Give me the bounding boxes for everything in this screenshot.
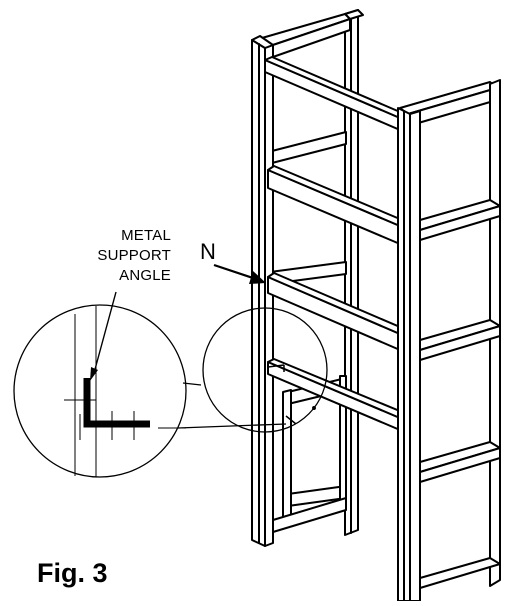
front-face-rails [264, 56, 408, 431]
pointer-letter-n: N [200, 239, 216, 264]
support-label-line1: METAL [121, 227, 171, 244]
metal-support-angle-detail [64, 306, 186, 477]
support-label-line2: SUPPORT [97, 247, 171, 264]
detail-circle-frame [202, 307, 328, 433]
support-angle-leader [93, 291, 117, 374]
right-frame-front-post [397, 107, 421, 602]
figure-caption: Fig. 3 [37, 558, 108, 588]
l-angle-shape [83, 378, 150, 428]
n-pointer-arrowhead [249, 271, 266, 284]
support-angle-arrowhead [90, 367, 98, 381]
detail-circle-magnified [13, 304, 187, 478]
right-frame-rails [419, 199, 501, 589]
left-frame-bottom-rail [272, 497, 347, 533]
support-label-line3: ANGLE [119, 267, 171, 284]
n-pointer-line [213, 263, 257, 281]
